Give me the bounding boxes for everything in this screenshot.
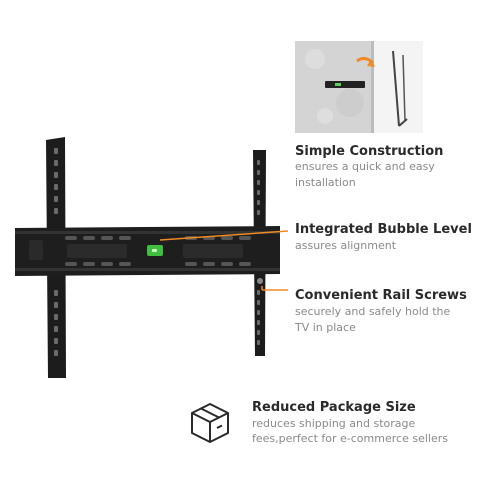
tv-wall-mount-image xyxy=(15,137,280,378)
feature-desc-construction-2: installation xyxy=(295,176,356,189)
construction-inset-image xyxy=(295,41,423,133)
feature-title-construction: Simple Construction xyxy=(295,144,444,159)
package-box-icon xyxy=(191,403,229,443)
feature-title-bubble-level: Integrated Bubble Level xyxy=(295,222,472,237)
feature-title-rail-screws: Convenient Rail Screws xyxy=(295,288,467,303)
feature-desc-rail-screws-2: TV in place xyxy=(295,321,356,334)
feature-desc-bubble-level: assures alignment xyxy=(295,239,397,252)
feature-desc-package-size-1: reduces shipping and storage xyxy=(252,417,416,430)
feature-desc-rail-screws-1: securely and safely hold the xyxy=(295,305,451,318)
feature-desc-package-size-2: fees,perfect for e-commerce sellers xyxy=(252,432,448,445)
feature-desc-construction-1: ensures a quick and easy xyxy=(295,160,435,173)
feature-title-package-size: Reduced Package Size xyxy=(252,400,416,415)
